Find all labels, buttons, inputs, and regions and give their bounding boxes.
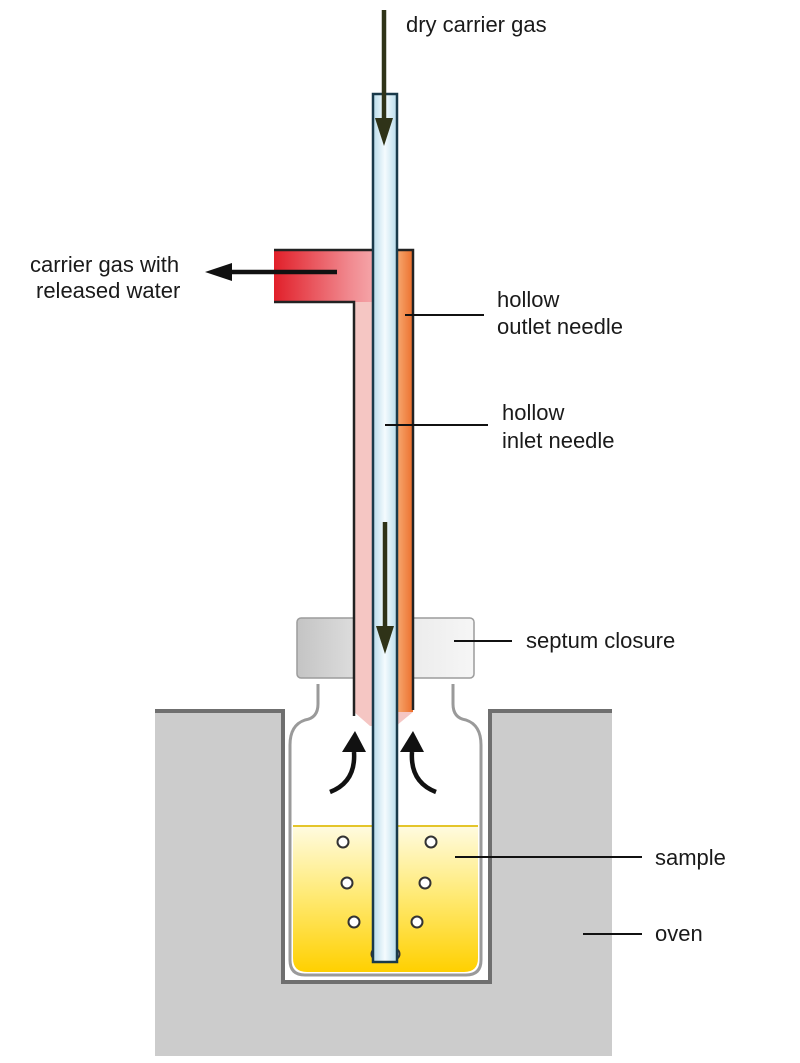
label-septum-closure: septum closure [526, 628, 675, 653]
leader-lines [385, 314, 642, 935]
arrow-headspace-left [329, 731, 366, 795]
label-oven: oven [655, 921, 703, 946]
oven [155, 709, 612, 1056]
label-outlet-needle-1: hollow [497, 287, 559, 312]
label-released-water: released water [36, 278, 180, 303]
label-sample: sample [655, 845, 726, 870]
arrow-gas-down-in-needle [376, 522, 394, 654]
arrow-headspace-right [400, 731, 437, 795]
label-inlet-needle-2: inlet needle [502, 428, 615, 453]
label-carrier-gas-with: carrier gas with [30, 252, 179, 277]
label-inlet-needle-1: hollow [502, 400, 564, 425]
arrow-gas-out [205, 263, 337, 281]
label-outlet-needle-2: outlet needle [497, 314, 623, 339]
arrow-dry-carrier-gas-in [375, 10, 393, 146]
label-dry-carrier-gas: dry carrier gas [406, 12, 547, 37]
